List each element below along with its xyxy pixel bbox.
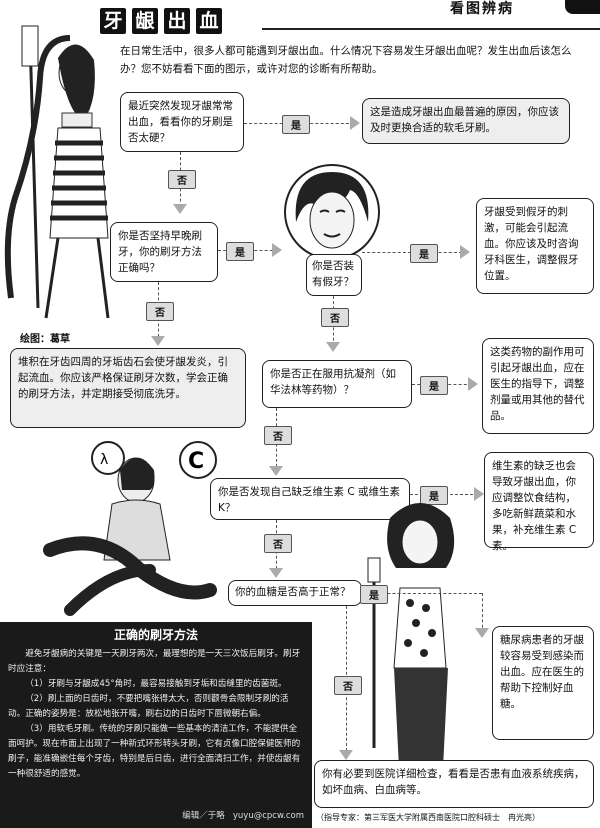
editor-name: 编辑／于略 — [182, 811, 225, 821]
arrow-down — [475, 628, 489, 638]
title-char: 血 — [196, 8, 222, 34]
arrow-right — [350, 116, 360, 130]
title-char: 出 — [164, 8, 190, 34]
answer-plaque-tartar: 堆积在牙齿四周的牙垢齿石会使牙龈发炎，引起流血。你应该严格保证刷牙次数，学会正确… — [10, 348, 246, 428]
yes-label: 是 — [282, 115, 310, 134]
answer-adjust-medication: 这类药物的副作用可引起牙龈出血，应在医生的指导下，调整剂量或用其他的替代品。 — [482, 338, 594, 434]
arrow-down — [326, 342, 340, 352]
question-anticoagulants: 你是否正在服用抗凝剂（如华法林等药物）？ — [262, 360, 412, 408]
tips-paragraph: （1）牙刷与牙龈成45°角时，最容易接触到牙垢和齿缝里的齿菌斑。 — [25, 679, 287, 689]
title-char: 牙 — [100, 8, 126, 34]
question-dentures: 你是否装有假牙？ — [306, 254, 362, 296]
yes-label: 是 — [360, 585, 388, 604]
arrow-down — [269, 568, 283, 578]
arrow-down — [151, 336, 165, 346]
woman-with-toothbrush-illustration — [4, 25, 110, 319]
page-title: 牙龈出血 — [100, 8, 228, 34]
editor-credit: 编辑／于略 yuyu@cpcw.com — [182, 809, 304, 824]
arrow-right — [474, 487, 484, 501]
no-label: 否 — [321, 308, 349, 327]
no-label: 否 — [264, 534, 292, 553]
answer-adjust-dentures: 牙龈受到假牙的刺激，可能会引起流血。你应该及时咨询牙科医生，调整假牙位置。 — [476, 198, 594, 294]
svg-text:C: C — [188, 449, 204, 474]
tips-paragraph: （3）用软毛牙刷。传统的牙刷只能做一些基本的清洁工作，不能提供全面呵护。现在市面… — [8, 724, 301, 779]
no-label: 否 — [264, 426, 292, 445]
face-illustration — [284, 164, 380, 260]
connector — [362, 593, 482, 594]
tips-paragraph: （2）刷上面的日齿时，不要把嘴张得太大，否则颧骨会限制牙刷的活动。正确的姿势是：… — [8, 694, 289, 719]
arrow-right — [460, 245, 470, 259]
corner-badge — [565, 0, 600, 14]
answer-control-blood-sugar: 糖尿病患者的牙龈较容易受到感染而出血。应在医生的帮助下控制好血糖。 — [492, 626, 594, 740]
answer-change-toothbrush: 这是造成牙龈出血最普遍的原因，你应该及时更换合适的软毛牙刷。 — [362, 98, 570, 144]
illustration-credit: 绘图：葛草 — [20, 334, 70, 345]
title-char: 龈 — [132, 8, 158, 34]
yes-label: 是 — [410, 244, 438, 263]
tips-title: 正确的刷牙方法 — [113, 628, 198, 642]
question-vitamin-deficiency: 你是否发现自己缺乏维生素 C 或维生素 K？ — [210, 478, 410, 520]
svg-text:λ: λ — [100, 452, 108, 468]
connector — [482, 593, 483, 633]
no-label: 否 — [146, 302, 174, 321]
woman-brushing-illustration — [367, 503, 455, 788]
intro-text: 在日常生活中，很多人都可能遇到牙龈出血。什么情况下容易发生牙龈出血呢？发生出血后… — [120, 45, 572, 75]
question-toothbrush-hard: 最近突然发现牙龈常常出血，看看你的牙刷是否太硬？ — [120, 92, 244, 152]
final-recommendation: 你有必要到医院详细检查，看看是否患有血液系统疾病，如坏血病、白血病等。 — [314, 760, 594, 808]
no-label: 否 — [168, 170, 196, 189]
answer-adjust-diet: 维生素的缺乏也会导致牙龈出血，你应调整饮食结构，多吃新鲜蔬菜和水果，补充维生素 … — [484, 452, 594, 552]
no-label: 否 — [334, 676, 362, 695]
yes-label: 是 — [226, 242, 254, 261]
arrow-down — [173, 204, 187, 214]
editor-email: yuyu@cpcw.com — [232, 811, 304, 821]
question-brushing-method: 你是否坚持早晚刷牙，你的刷牙方法正确吗？ — [110, 222, 218, 282]
section-label: 看图辨病 — [450, 1, 514, 17]
tips-panel: 正确的刷牙方法 避免牙龈病的关键是一天刷牙两次，最理想的是一天三次饭后刷牙。刷牙… — [0, 622, 312, 828]
arrow-down — [339, 750, 353, 760]
woman-crouching-illustration: λ C — [43, 441, 217, 616]
yes-label: 是 — [420, 376, 448, 395]
tips-paragraph: 避免牙龈病的关键是一天刷牙两次，最理想的是一天三次饭后刷牙。刷牙时应注意： — [8, 649, 301, 674]
arrow-down — [269, 466, 283, 476]
question-blood-sugar: 你的血糖是否高于正常？ — [228, 580, 362, 606]
header-rule — [262, 28, 600, 30]
yes-label: 是 — [420, 486, 448, 505]
expert-credit: （指导专家：第三军医大学附属西南医院口腔科硕士 冉光亮） — [316, 813, 540, 822]
arrow-right — [468, 377, 478, 391]
arrow-right — [272, 243, 282, 257]
